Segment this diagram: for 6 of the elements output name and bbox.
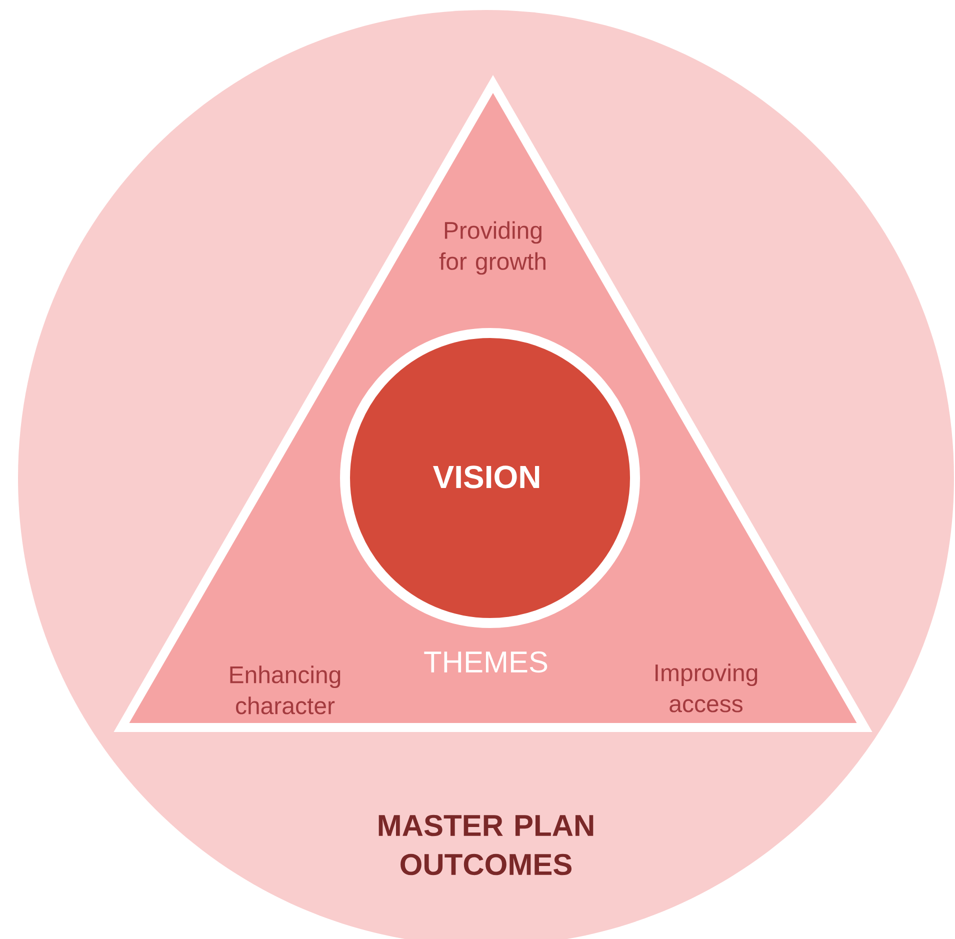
center-label: VISION [433,466,540,488]
center-label: THEMES [424,651,548,673]
theme-label: Enhancing character [230,666,340,714]
theme-label: Improving access [656,664,758,712]
outcome-label: MASTER PLAN OUTCOMES [378,814,594,876]
theme-label: Providing for growth [439,221,546,275]
